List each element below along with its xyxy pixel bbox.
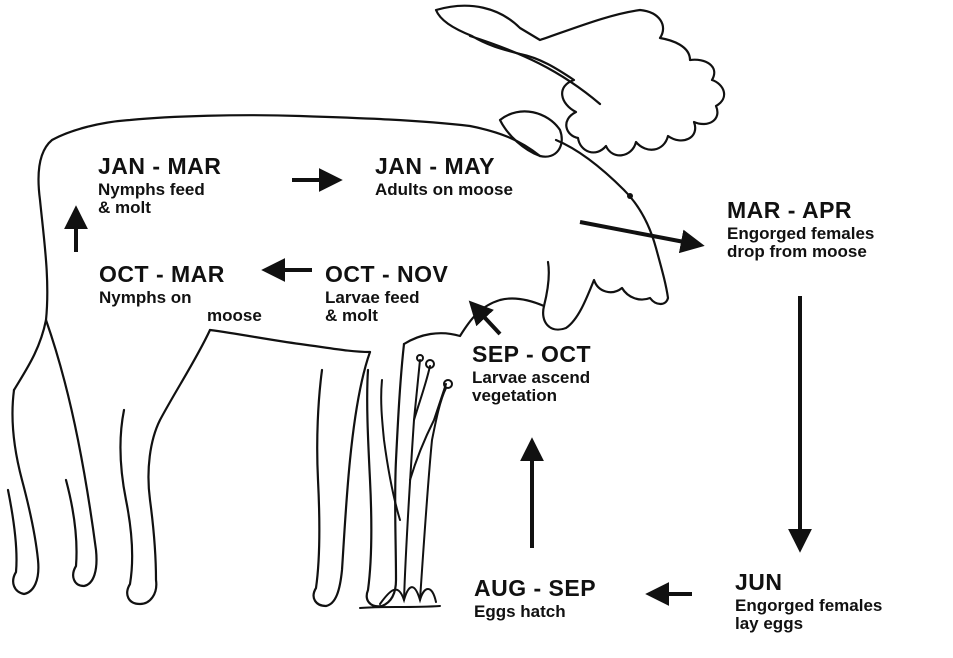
- description-line: Engorged females: [735, 597, 882, 615]
- stage-description: Nymphs feed & molt: [98, 181, 221, 217]
- stage-period: JAN - MAY: [375, 154, 513, 178]
- stage-period: JAN - MAR: [98, 154, 221, 178]
- stage-aug-sep: AUG - SEP Eggs hatch: [474, 576, 596, 621]
- description-line: drop from moose: [727, 243, 874, 261]
- description-line: lay eggs: [735, 615, 882, 633]
- stage-description: Larvae feed & molt: [325, 289, 448, 325]
- stage-description: Adults on moose: [375, 181, 513, 199]
- stage-period: SEP - OCT: [472, 342, 591, 366]
- description-line: & molt: [98, 199, 221, 217]
- stage-description: Eggs hatch: [474, 603, 596, 621]
- arrow-sepoct-to-octnov: [472, 304, 500, 334]
- description-line: Larvae feed: [325, 289, 448, 307]
- description-line: Larvae ascend: [472, 369, 591, 387]
- hind-leg-outline: [120, 330, 210, 604]
- front-leg-outline: [367, 344, 404, 606]
- description-line: Engorged females: [727, 225, 874, 243]
- stage-period: OCT - NOV: [325, 262, 448, 286]
- description-line: Nymphs feed: [98, 181, 221, 199]
- description-line: Eggs hatch: [474, 603, 596, 621]
- stage-description: Larvae ascend vegetation: [472, 369, 591, 405]
- stage-description: Nymphs on moose: [99, 289, 262, 325]
- description-line: vegetation: [472, 387, 591, 405]
- cycle-arrows: [76, 180, 800, 594]
- stage-sep-oct: SEP - OCT Larvae ascend vegetation: [472, 342, 591, 405]
- stage-jan-may: JAN - MAY Adults on moose: [375, 154, 513, 199]
- description-line: Adults on moose: [375, 181, 513, 199]
- stage-period: JUN: [735, 570, 882, 594]
- description-line: moose: [99, 307, 262, 325]
- arrow-janmay-to-marapr: [580, 222, 700, 245]
- antler-outline: [436, 6, 724, 156]
- stage-oct-nov: OCT - NOV Larvae feed & molt: [325, 262, 448, 325]
- stage-description: Engorged females lay eggs: [735, 597, 882, 633]
- stage-oct-mar: OCT - MAR Nymphs on moose: [99, 262, 262, 325]
- vegetation-illustration: [360, 355, 452, 608]
- stage-jan-mar: JAN - MAR Nymphs feed & molt: [98, 154, 221, 217]
- description-line: Nymphs on: [99, 289, 262, 307]
- description-line: & molt: [325, 307, 448, 325]
- stage-period: OCT - MAR: [99, 262, 262, 286]
- stage-description: Engorged females drop from moose: [727, 225, 874, 261]
- stage-jun: JUN Engorged females lay eggs: [735, 570, 882, 633]
- stage-period: AUG - SEP: [474, 576, 596, 600]
- stage-mar-apr: MAR - APR Engorged females drop from moo…: [727, 198, 874, 261]
- stage-period: MAR - APR: [727, 198, 874, 222]
